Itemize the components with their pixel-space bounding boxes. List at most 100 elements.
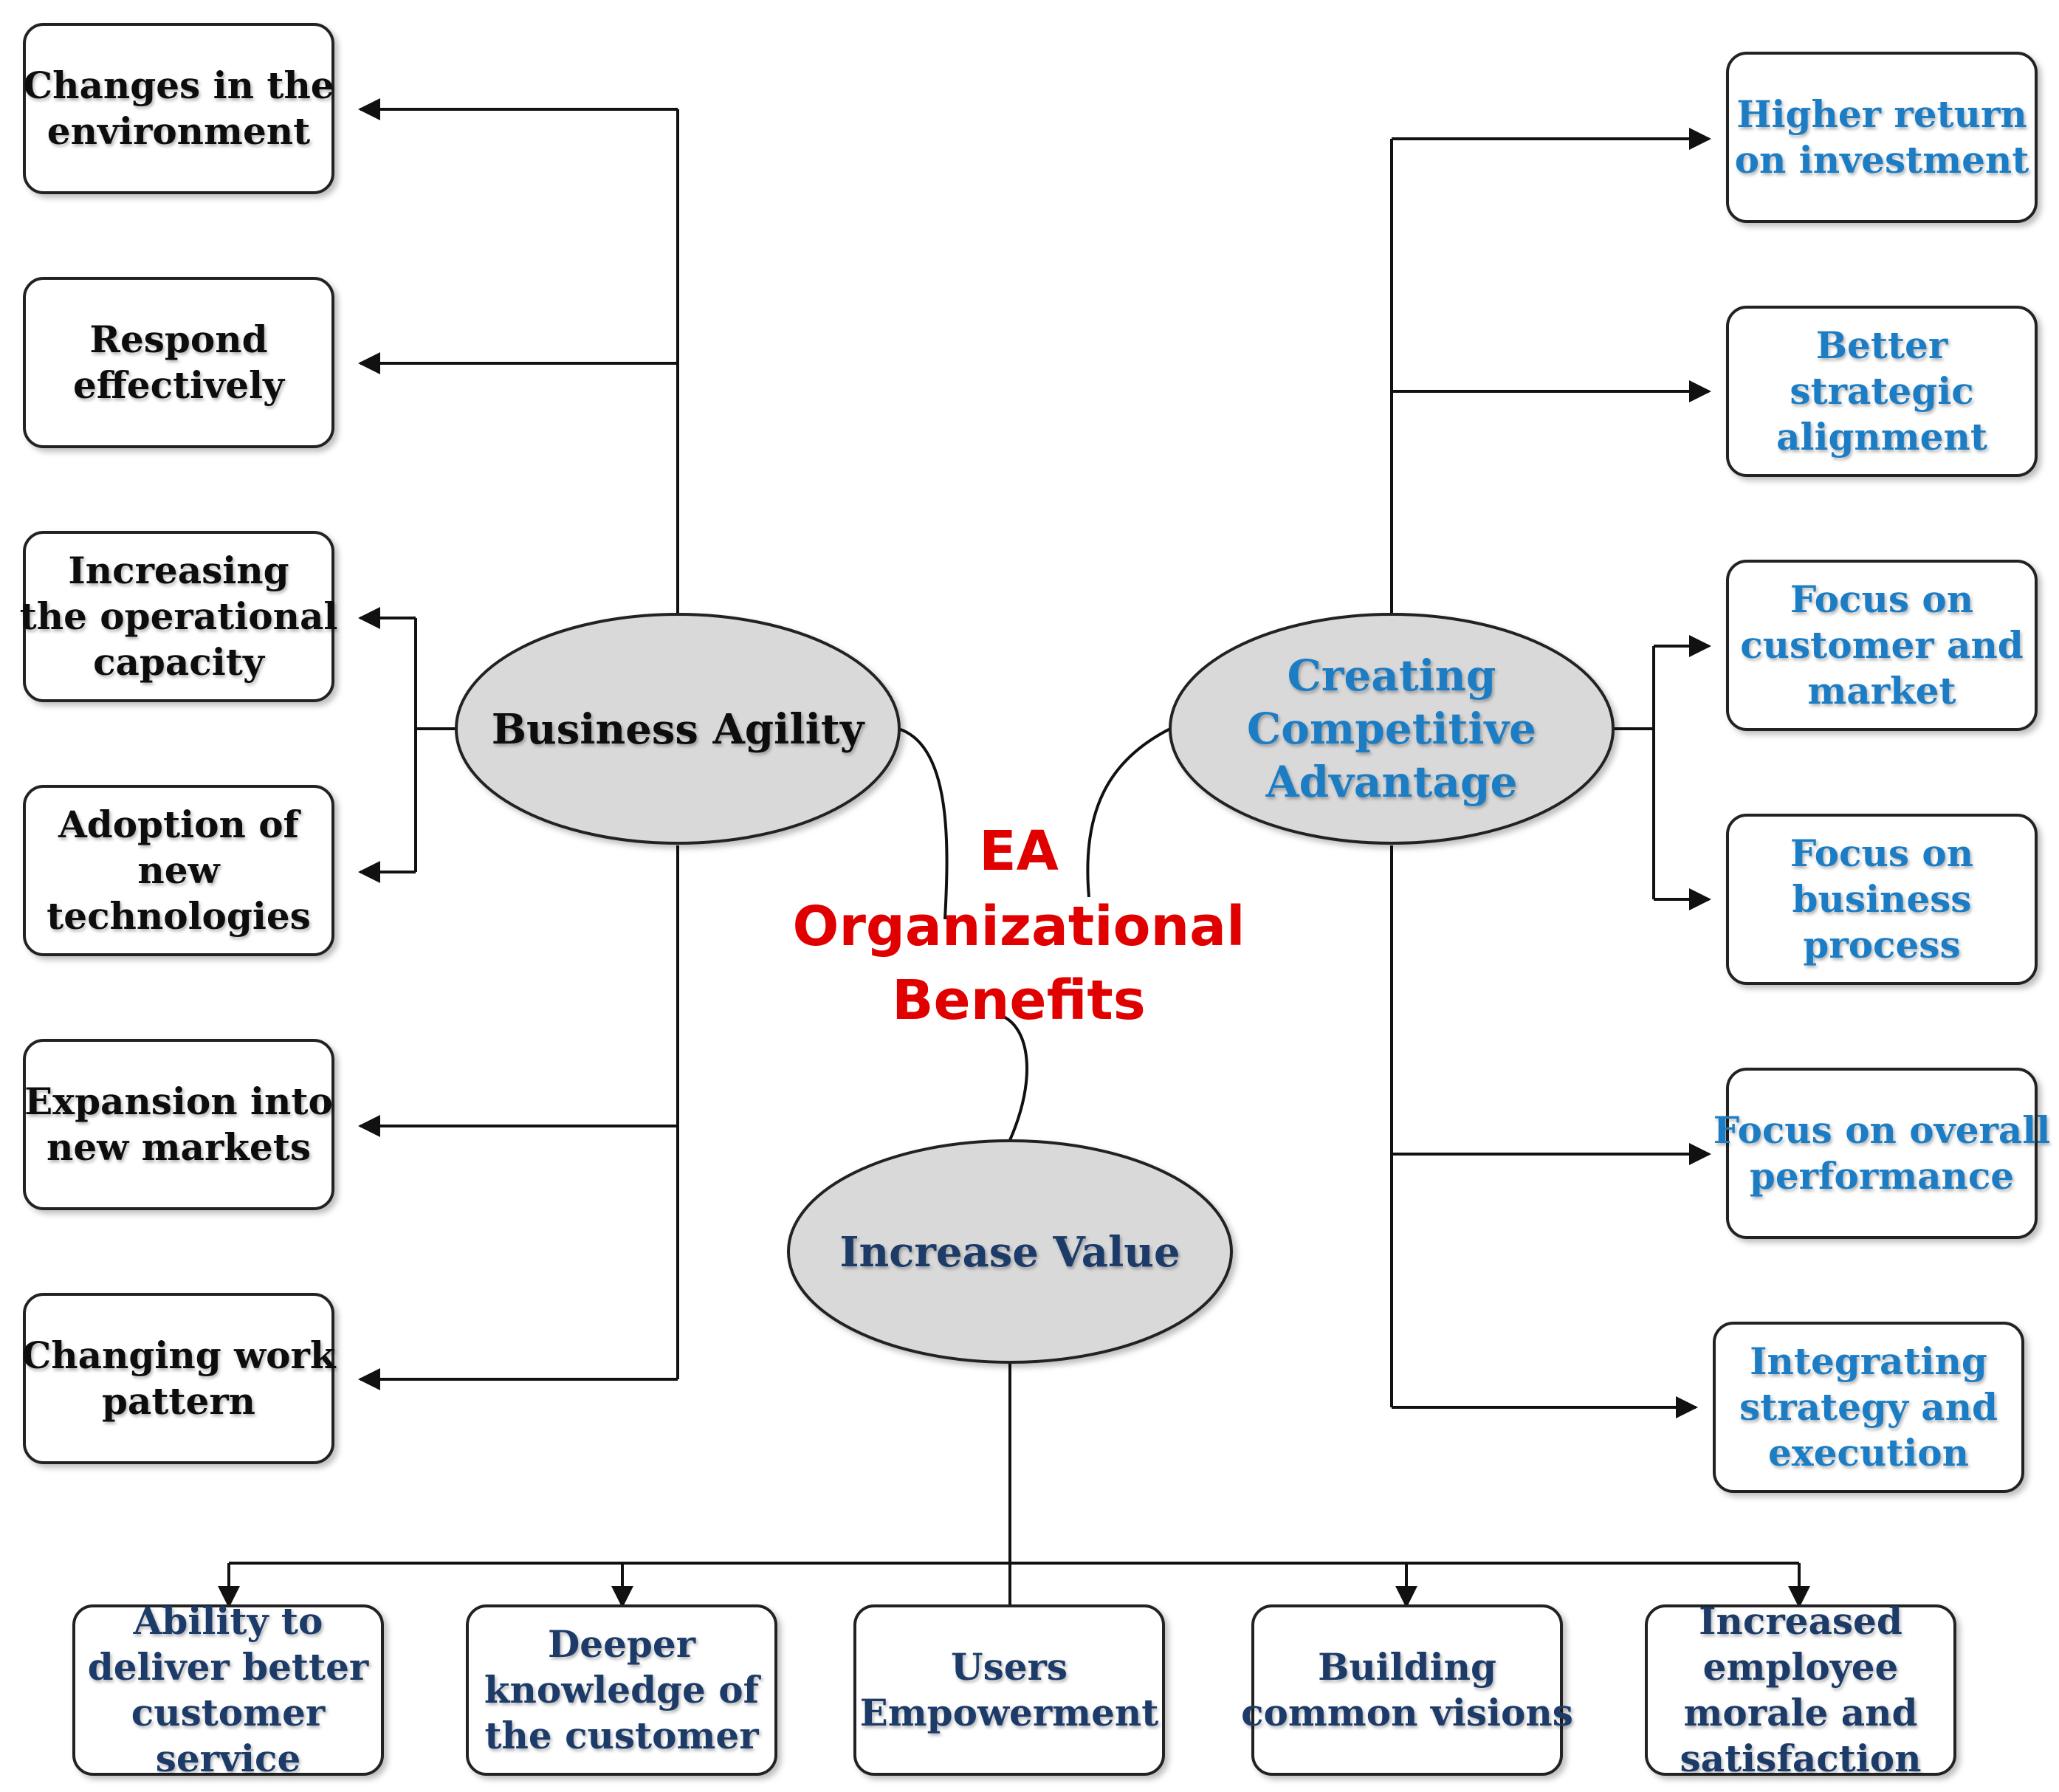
box-label-line: capacity xyxy=(93,640,266,684)
box-label-line: Changing work xyxy=(22,1333,337,1377)
box-label-line: Users xyxy=(951,1645,1068,1689)
box-label-line: Focus on xyxy=(1790,577,1973,621)
box-label-line: alignment xyxy=(1776,415,1987,459)
box-frame xyxy=(23,277,334,448)
hub-label-line: Creating xyxy=(1288,650,1496,701)
box-label-line: Better xyxy=(1816,323,1948,367)
center-title-line: Benefits xyxy=(892,969,1146,1032)
box-label-line: satisfaction xyxy=(1680,1737,1922,1780)
box-label-line: employee xyxy=(1703,1645,1899,1689)
box-label-line: technologies xyxy=(47,894,311,938)
box-frame xyxy=(23,785,334,956)
box-label-line: Empowerment xyxy=(860,1691,1159,1734)
hub-agility: Business Agility xyxy=(455,613,901,845)
box-frame xyxy=(1726,306,2038,477)
box-label-line: performance xyxy=(1750,1154,2014,1198)
box-label-line: deliver better xyxy=(88,1645,369,1689)
box-frame xyxy=(1726,814,2038,985)
box-label-line: common visions xyxy=(1241,1691,1573,1734)
box-label-line: Deeper xyxy=(548,1622,696,1666)
hub-oval xyxy=(787,1139,1233,1364)
box-frame xyxy=(1726,1068,2038,1239)
box-label-line: Expansion into xyxy=(24,1079,333,1123)
box-label-line: effectively xyxy=(73,363,286,407)
box-label-line: new markets xyxy=(47,1125,311,1169)
box-frame xyxy=(23,1293,334,1464)
box-frame xyxy=(1726,52,2038,223)
box-label-line: on investment xyxy=(1735,138,2029,182)
hub-label-line: Competitive xyxy=(1247,704,1536,754)
box-frame xyxy=(1251,1604,1563,1776)
center-title-line: EA xyxy=(979,820,1059,883)
box-label-line: Focus on xyxy=(1790,831,1973,875)
box-label-line: Higher return xyxy=(1736,92,2027,136)
box-frame xyxy=(853,1604,1165,1776)
box-label-line: strategy and xyxy=(1739,1385,1998,1429)
box-label-line: customer xyxy=(131,1691,326,1734)
hub-label-line: Advantage xyxy=(1265,757,1518,807)
box-label-line: Changes in the xyxy=(23,63,334,107)
box-label-line: process xyxy=(1803,923,1960,967)
connectors xyxy=(218,98,1810,1608)
box-label-line: the customer xyxy=(484,1714,759,1757)
hub-oval xyxy=(1169,613,1615,845)
box-frame xyxy=(23,23,334,194)
box-label-line: Building xyxy=(1318,1645,1496,1689)
box-frame xyxy=(1645,1604,1956,1776)
agility-items: Changes in theenvironmentRespondeffectiv… xyxy=(20,23,338,1464)
box-label-line: Focus on overall xyxy=(1713,1108,2051,1152)
box-frame xyxy=(466,1604,777,1776)
hub-label-line: Increase Value xyxy=(839,1228,1180,1277)
box-label-line: Integrating xyxy=(1750,1339,1987,1383)
box-label-line: new xyxy=(137,848,221,892)
box-label-line: morale and xyxy=(1684,1691,1918,1734)
box-label-line: Increased xyxy=(1699,1599,1902,1643)
box-label-line: market xyxy=(1807,669,1956,713)
box-label-line: the operational xyxy=(20,594,338,638)
box-label-line: customer and xyxy=(1740,623,2024,667)
box-label-line: execution xyxy=(1768,1431,1969,1475)
box-label-line: Adoption of xyxy=(58,803,302,846)
box-label-line: business xyxy=(1792,877,1972,921)
box-label-line: environment xyxy=(47,109,310,153)
box-frame xyxy=(1726,560,2038,731)
box-label-line: service xyxy=(156,1737,301,1780)
box-frame xyxy=(23,531,334,702)
center-title-line: Organizational xyxy=(793,895,1245,958)
box-label-line: Increasing xyxy=(68,549,289,592)
box-frame xyxy=(23,1039,334,1210)
hub-oval xyxy=(455,613,901,845)
box-label-line: knowledge of xyxy=(484,1668,762,1712)
box-label-line: strategic xyxy=(1790,369,1973,413)
box-label-line: Ability to xyxy=(133,1599,323,1643)
hub-ovals: Business Agility CreatingCompetitiveAdvan… xyxy=(455,613,1615,1364)
box-label-line: pattern xyxy=(102,1379,255,1423)
hub-value: Increase Value xyxy=(787,1139,1233,1364)
hub-label-line: Business Agility xyxy=(492,705,865,754)
box-frame xyxy=(1713,1322,2024,1493)
box-label-line: Respond xyxy=(89,317,267,361)
box-frame xyxy=(72,1604,384,1776)
